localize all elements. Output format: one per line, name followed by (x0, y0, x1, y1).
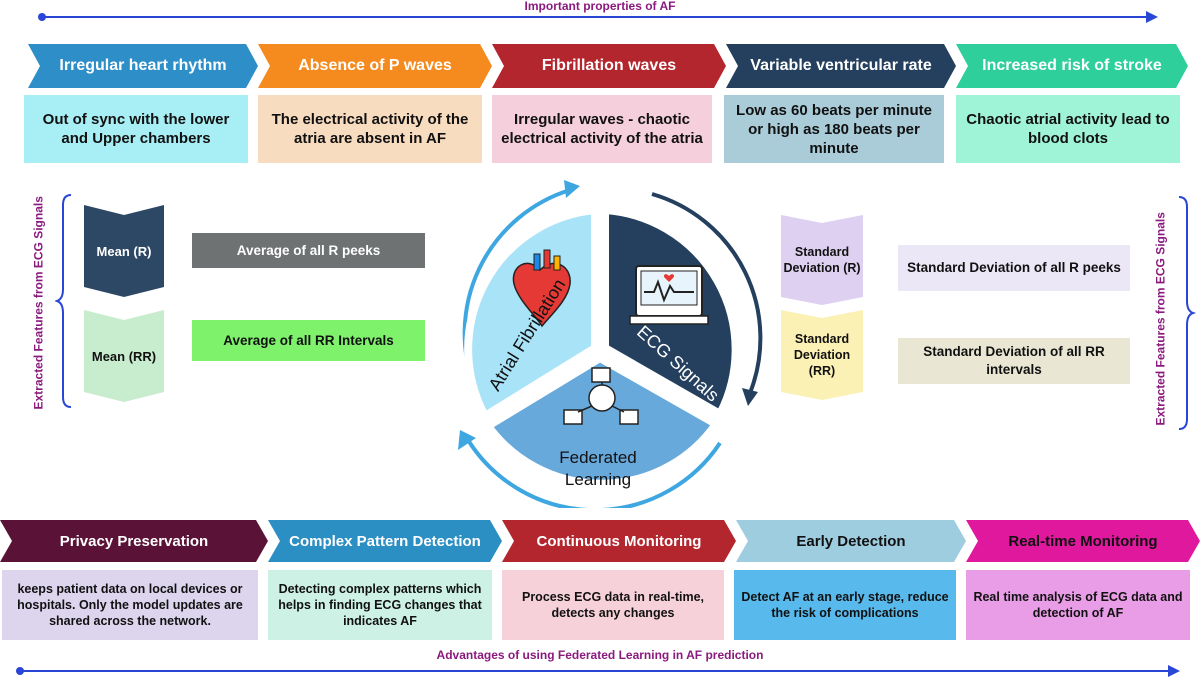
cycle-arrow-bottom (466, 438, 722, 508)
property-chevron-5: Increased risk of stroke (956, 44, 1188, 88)
property-chevron-3: Fibrillation waves (492, 44, 726, 88)
advantage-desc-3: Process ECG data in real-time, detects a… (502, 570, 724, 640)
left-side-label: Extracted Features from ECG Signals (31, 196, 46, 410)
property-desc-3: Irregular waves - chaotic electrical act… (492, 95, 712, 163)
property-chevron-4: Variable ventricular rate (726, 44, 956, 88)
advantage-chevron-2: Complex Pattern Detection (268, 520, 502, 562)
advantage-desc-1: keeps patient data on local devices or h… (2, 570, 258, 640)
segment-label-fl-2: Learning (565, 470, 631, 489)
advantage-chevron-1: Privacy Preservation (0, 520, 268, 562)
property-desc-5: Chaotic atrial activity lead to blood cl… (956, 95, 1180, 163)
advantage-desc-2: Detecting complex patterns which helps i… (268, 570, 492, 640)
feature-desc-sd-r: Standard Deviation of all R peeks (898, 245, 1130, 291)
center-cycle-diagram: Atrial Fibrillation ECG Signals Federate… (458, 180, 763, 508)
property-desc-4: Low as 60 beats per minute or high as 18… (724, 95, 944, 163)
header-title: Important properties of AF (0, 0, 1200, 13)
advantage-desc-5: Real time analysis of ECG data and detec… (966, 570, 1190, 640)
property-chevron-2: Absence of P waves (258, 44, 492, 88)
top-arrow (38, 11, 1158, 23)
footer-title: Advantages of using Federated Learning i… (436, 648, 764, 662)
heart-icon (512, 249, 571, 328)
feature-desc-sd-rr: Standard Deviation of all RR intervals (898, 338, 1130, 384)
right-bracket (1178, 196, 1197, 430)
feature-desc-mean-rr: Average of all RR Intervals (192, 320, 425, 361)
ecg-monitor-icon (629, 265, 709, 325)
feature-tag-mean-r: Mean (R) (84, 205, 164, 297)
segment-label-fl-1: Federated (559, 448, 637, 467)
advantage-chevron-5: Real-time Monitoring (966, 520, 1200, 562)
advantage-chevron-3: Continuous Monitoring (502, 520, 736, 562)
feature-tag-sd-r: Standard Deviation (R) (781, 215, 863, 305)
advantage-desc-4: Detect AF at an early stage, reduce the … (734, 570, 956, 640)
bottom-arrow (16, 665, 1180, 677)
cycle-arrow-right (651, 192, 763, 394)
property-desc-2: The electrical activity of the atria are… (258, 95, 482, 163)
feature-tag-mean-rr: Mean (RR) (84, 310, 164, 402)
network-icon (563, 367, 639, 425)
left-bracket (55, 194, 72, 408)
property-desc-1: Out of sync with the lower and Upper cha… (24, 95, 248, 163)
feature-desc-mean-r: Average of all R peeks (192, 233, 425, 268)
right-side-label: Extracted Features from ECG Signals (1153, 212, 1168, 426)
advantage-chevron-4: Early Detection (736, 520, 966, 562)
segment-federated-learning (482, 353, 722, 488)
property-chevron-1: Irregular heart rhythm (28, 44, 258, 88)
feature-tag-sd-rr: Standard Deviation (RR) (781, 310, 863, 400)
